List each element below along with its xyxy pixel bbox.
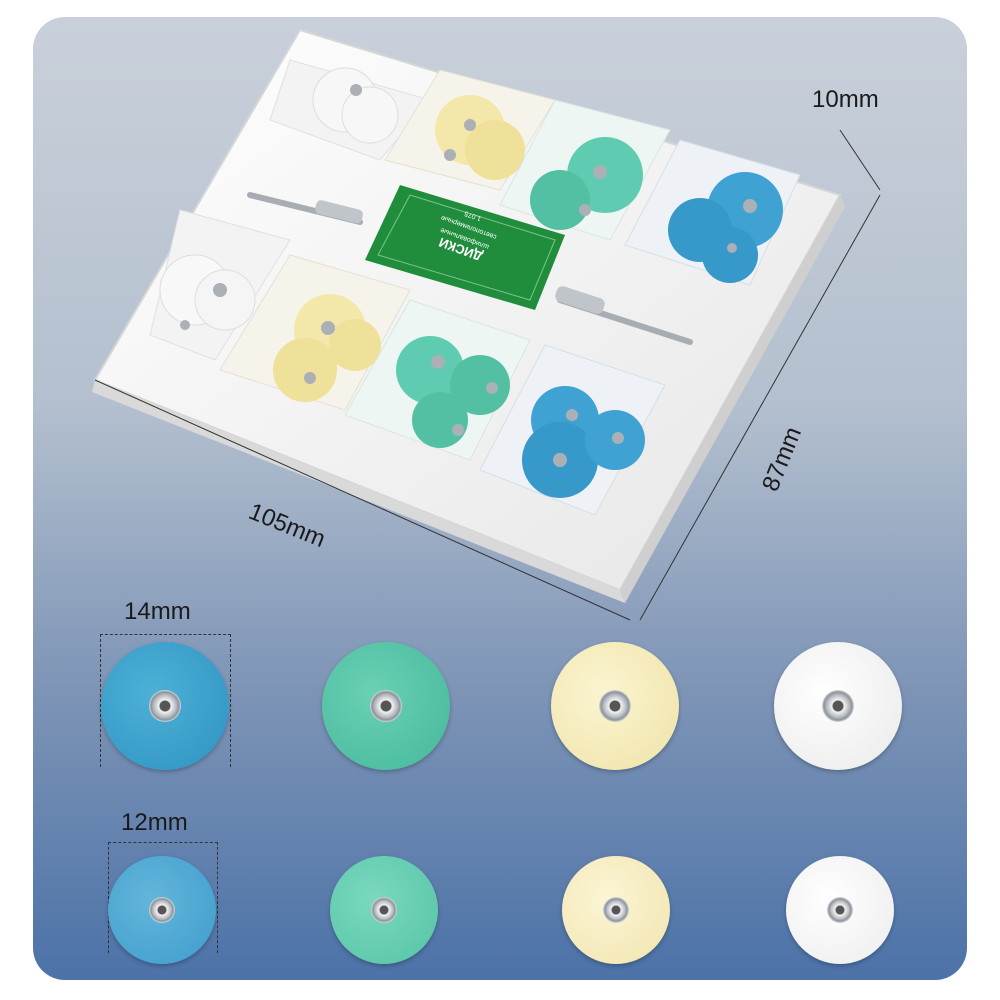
size-label-12mm: 12mm: [121, 809, 188, 836]
tray-edge-right: [620, 195, 845, 603]
eyelet-icon: [149, 897, 175, 923]
compartment-green-bottom: [344, 299, 531, 461]
compartment-blue-bottom: [479, 344, 666, 516]
tray-label: [365, 185, 565, 310]
tray-edge: [92, 380, 625, 603]
compartment-white-bottom: [149, 209, 291, 361]
disc-yellow-12mm: [562, 856, 670, 964]
disc-blue-14mm: [101, 642, 229, 770]
compartment-yellow-bottom: [219, 254, 411, 411]
eyelet-icon: [149, 690, 181, 722]
compartment-blue-top: [624, 139, 801, 286]
eyelet-icon: [370, 690, 402, 722]
size-bracket-14mm: [100, 634, 231, 767]
thickness-label: 10mm: [812, 86, 879, 113]
disc-blue-12mm: [108, 856, 216, 964]
mandrel-top: [247, 192, 363, 225]
dimension-line-length: [94, 379, 631, 621]
mandrel-bottom: [555, 286, 693, 345]
dimension-line-width: [639, 194, 881, 621]
size-label-14mm: 14mm: [124, 598, 191, 625]
compartment-yellow-top: [384, 69, 556, 191]
compartment-white-top: [269, 59, 431, 161]
disc-yellow-14mm: [551, 642, 679, 770]
eyelet-icon: [599, 690, 631, 722]
eyelet-icon: [603, 897, 629, 923]
eyelet-icon: [371, 897, 397, 923]
dimension-line-thickness: [839, 129, 881, 191]
disc-green-14mm: [322, 642, 450, 770]
compartment-green-top: [499, 99, 671, 241]
disc-white-12mm: [786, 856, 894, 964]
eyelet-icon: [827, 897, 853, 923]
disc-green-12mm: [330, 856, 438, 964]
eyelet-icon: [822, 690, 854, 722]
disc-white-14mm: [774, 642, 902, 770]
